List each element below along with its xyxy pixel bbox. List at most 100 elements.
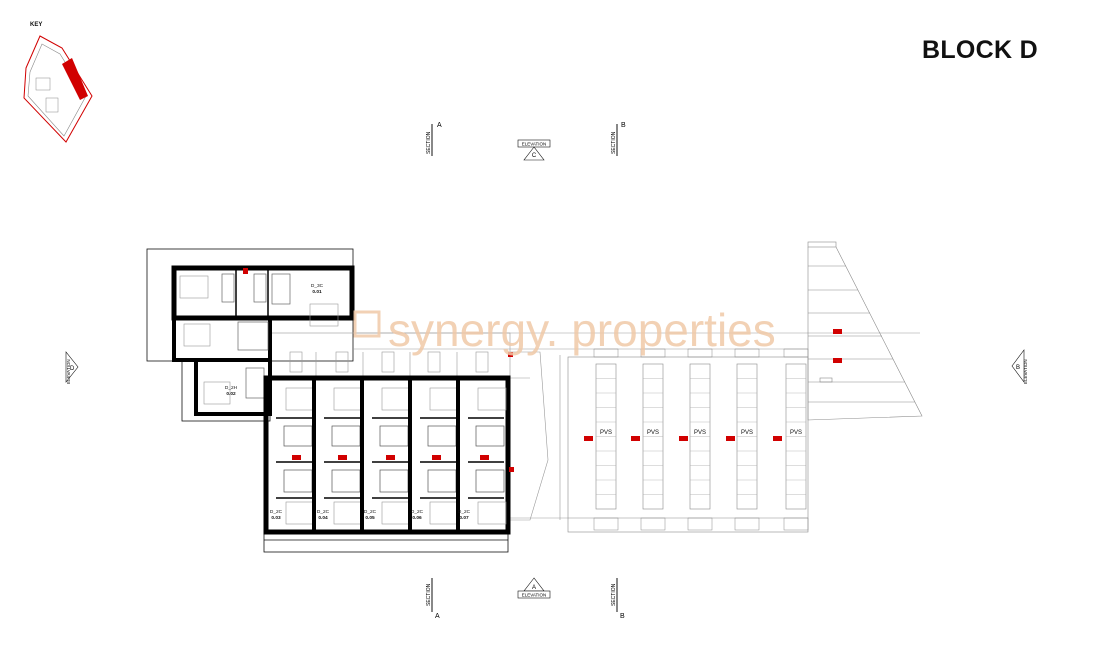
bedroom-outline <box>477 501 507 525</box>
bay-cap <box>640 348 666 358</box>
elevation-d-letter: D <box>70 366 75 372</box>
unit-wing-north <box>171 265 355 416</box>
red-marker <box>243 268 248 274</box>
section-b-bottom-label: SECTION <box>611 583 617 606</box>
unit-type-label: D_2C <box>364 509 377 515</box>
red-marker <box>584 436 593 441</box>
red-marker <box>631 436 640 441</box>
unit-code-label: 0.03 <box>271 515 281 521</box>
unit-code-label: 0.05 <box>365 515 375 521</box>
section-a-bottom-label: SECTION <box>426 583 432 606</box>
bay-cap <box>783 348 809 358</box>
bay-cap <box>734 348 760 358</box>
unit-type-label: D_2C <box>270 509 283 515</box>
unit-type-label: D_3C <box>311 283 324 289</box>
red-marker <box>480 455 489 460</box>
parking-label-4: PVS <box>741 430 753 436</box>
red-markers <box>243 268 842 472</box>
elevation-d-label: ELEVATION <box>66 359 71 384</box>
unit-code-label: 0.07 <box>459 515 469 521</box>
bay-cap <box>593 517 619 531</box>
terrace-outlines <box>146 248 509 553</box>
bedroom-outline <box>429 387 459 411</box>
bedroom-outline <box>477 387 507 411</box>
bay-cap <box>687 517 713 531</box>
elevation-marker-b: ELEVATION B <box>1011 349 1028 384</box>
section-b-top-label: SECTION <box>611 131 617 154</box>
unit-code-label: 0.04 <box>318 515 328 521</box>
bathroom-outline <box>283 469 313 493</box>
parking-label-1: PVS <box>600 430 612 436</box>
bedroom-outline <box>333 387 363 411</box>
elevation-b-letter: B <box>1016 365 1020 371</box>
key-highlight-block <box>62 58 88 100</box>
unit-code-label: 0.01 <box>312 289 322 295</box>
bedroom-outline <box>381 501 411 525</box>
bedroom-outline <box>285 501 315 525</box>
terraced-units <box>263 375 511 535</box>
bay-cap <box>783 517 809 531</box>
red-marker <box>292 455 301 460</box>
unit-code-label: 0.02 <box>226 391 236 397</box>
unit-labels: D_3C0.01D_2H0.02D_2C0.03D_2C0.04D_2C0.05… <box>225 283 471 521</box>
elevation-a-letter: A <box>532 585 536 591</box>
parking-area <box>567 241 923 533</box>
red-marker <box>726 436 735 441</box>
bedroom-outline <box>429 501 459 525</box>
elevation-marker-d: ELEVATION D <box>65 351 79 384</box>
bathroom-outline <box>379 469 409 493</box>
bathroom-outline <box>427 425 457 447</box>
bedroom-outline <box>333 501 363 525</box>
bay-cap <box>640 517 666 531</box>
section-markers-top: A SECTION B SECTION ELEVATION C <box>426 122 626 161</box>
bathroom-outline <box>427 469 457 493</box>
elevation-c-letter: C <box>532 153 537 159</box>
parking-label-2: PVS <box>647 430 659 436</box>
red-marker <box>679 436 688 441</box>
section-a-top-letter: A <box>437 122 442 129</box>
section-b-bottom-letter: B <box>620 613 625 620</box>
bathroom-outline <box>475 425 505 447</box>
unit-type-label: D_2C <box>317 509 330 515</box>
unit-type-label: D_2C <box>411 509 424 515</box>
section-markers-bottom: A SECTION B SECTION A ELEVATION <box>426 577 625 620</box>
section-a-bottom-letter: A <box>435 613 440 620</box>
elevation-b-label: ELEVATION <box>1023 359 1028 384</box>
elevation-a-label: ELEVATION <box>522 593 547 598</box>
bathroom-outline <box>283 425 313 447</box>
unit-type-label: D_2H <box>225 385 238 391</box>
red-marker <box>386 455 395 460</box>
watermark: synergy. properties <box>353 304 776 356</box>
red-marker <box>833 329 842 334</box>
parking-bays: PVS PVS PVS PVS PVS <box>593 348 809 531</box>
site-lines <box>269 332 920 521</box>
bedroom-outline <box>285 387 315 411</box>
unit-code-label: 0.06 <box>412 515 422 521</box>
page-title: BLOCK D <box>922 36 1038 64</box>
red-marker <box>833 358 842 363</box>
bedroom-outline <box>381 387 411 411</box>
red-marker <box>338 455 347 460</box>
bathroom-outline <box>475 469 505 493</box>
key-site-map <box>23 35 93 143</box>
red-marker <box>509 467 514 472</box>
red-marker <box>508 352 513 357</box>
bathroom-outline <box>331 425 361 447</box>
watermark-text: synergy. properties <box>388 304 776 356</box>
bay-cap <box>593 348 619 358</box>
bay-cap <box>687 348 713 358</box>
key-label: KEY <box>30 22 43 28</box>
parking-label-3: PVS <box>694 430 706 436</box>
elevation-c-label: ELEVATION <box>522 142 547 147</box>
unit-type-label: D_2C <box>458 509 471 515</box>
red-marker <box>432 455 441 460</box>
bathroom-outline <box>331 469 361 493</box>
section-b-top-letter: B <box>621 122 626 129</box>
parking-label-5: PVS <box>790 430 802 436</box>
bay-cap <box>734 517 760 531</box>
section-a-top-label: SECTION <box>426 131 432 154</box>
bathroom-outline <box>379 425 409 447</box>
red-marker <box>773 436 782 441</box>
